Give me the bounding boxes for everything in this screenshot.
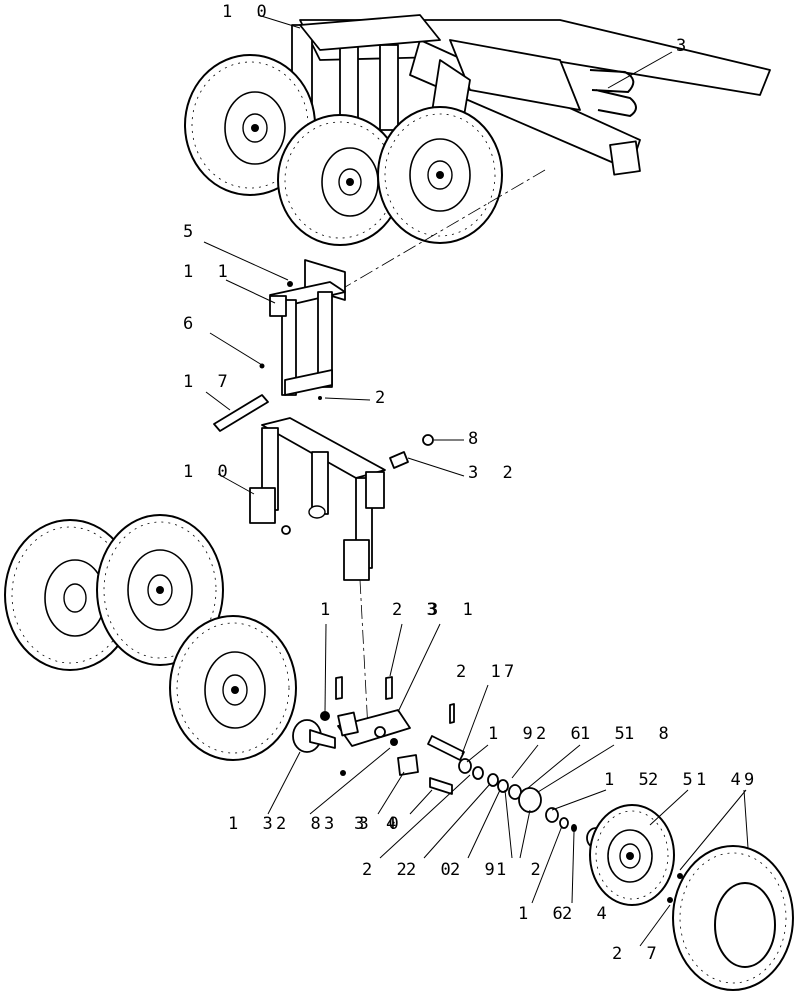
callout-16: 1 6 — [518, 904, 570, 924]
callout-5: 5 — [183, 222, 201, 242]
lower-frame-leg-mid — [311, 451, 329, 515]
leader-lines — [203, 14, 749, 947]
callout-18: 1 8 — [624, 724, 676, 744]
callout-4: 4 — [386, 814, 404, 834]
callout-29: 2 9 — [450, 860, 502, 880]
callout-25: 2 5 — [648, 770, 700, 790]
callout-15-upper: 1 5 — [580, 724, 632, 744]
callout-31: 3 1 — [428, 600, 480, 620]
mount-flag — [269, 295, 287, 317]
lower-frame-pad-right — [343, 539, 370, 581]
callout-1: 1 — [320, 600, 338, 620]
hub-assembly — [292, 676, 606, 849]
bolt-5-dot — [287, 281, 293, 287]
callout-15-lower: 1 5 — [604, 770, 656, 790]
callout-30: 3 0 — [354, 814, 406, 834]
pin-17 — [213, 394, 269, 432]
plate-upper — [337, 711, 359, 737]
callout-28: 2 8 — [276, 814, 328, 834]
callout-26: 2 6 — [536, 724, 588, 744]
top-assembly — [184, 14, 771, 246]
nut-8 — [422, 434, 434, 446]
upper-axle-frame-right — [379, 44, 399, 131]
callout-33: 3 3 — [324, 814, 376, 834]
centerline-lower — [359, 579, 369, 731]
callout-17: 1 7 — [183, 372, 235, 392]
callout-10-lower: 1 0 — [183, 462, 235, 482]
lower-frame-pad-top — [365, 471, 385, 509]
callout-19: 1 9 — [488, 724, 540, 744]
frame-tube-end — [609, 140, 641, 176]
callout-8: 8 — [468, 429, 486, 449]
spindle-bracket-31 — [337, 709, 411, 747]
callout-21: 2 1 — [456, 662, 508, 682]
bolt-23-right — [385, 676, 393, 700]
callout-20: 2 0 — [406, 860, 458, 880]
plate-30 — [397, 754, 419, 776]
exploded-wheel — [589, 804, 794, 991]
lower-frame-pad-left — [249, 487, 276, 524]
callout-2: 2 — [375, 388, 393, 408]
key-21 — [449, 703, 455, 724]
callout-6: 6 — [183, 314, 201, 334]
mount-bottom-bar — [284, 369, 333, 396]
centerline-top — [339, 169, 546, 291]
callout-11: 1 1 — [183, 262, 235, 282]
callout-9: 9 — [744, 770, 762, 790]
middle-single-wheel — [169, 615, 297, 761]
callout-22: 2 2 — [362, 860, 414, 880]
u-bolt — [589, 69, 637, 118]
callout-14: 1 4 — [696, 770, 748, 790]
spacer-32 — [389, 451, 409, 469]
callout-24: 2 4 — [562, 904, 614, 924]
callout-23: 2 3 — [392, 600, 444, 620]
left-dual-wheels — [4, 514, 224, 671]
callout-7: 7 — [504, 662, 522, 682]
bolt-23-left — [335, 676, 343, 700]
callout-13: 1 3 — [228, 814, 280, 834]
callout-27: 2 7 — [612, 944, 664, 964]
bolt-4 — [429, 777, 453, 795]
mount-bracket — [259, 259, 346, 396]
callout-12: 1 2 — [496, 860, 548, 880]
frame-cross-beam — [449, 39, 581, 111]
upper-axle-crossbar — [299, 14, 441, 51]
flange-18 — [518, 787, 542, 813]
callout-32: 3 2 — [468, 463, 520, 483]
lower-axle-frame — [249, 417, 386, 581]
callout-3: 3 — [676, 36, 694, 56]
spindle-pin — [427, 735, 465, 761]
callout-10-upper: 1 0 — [222, 2, 274, 22]
